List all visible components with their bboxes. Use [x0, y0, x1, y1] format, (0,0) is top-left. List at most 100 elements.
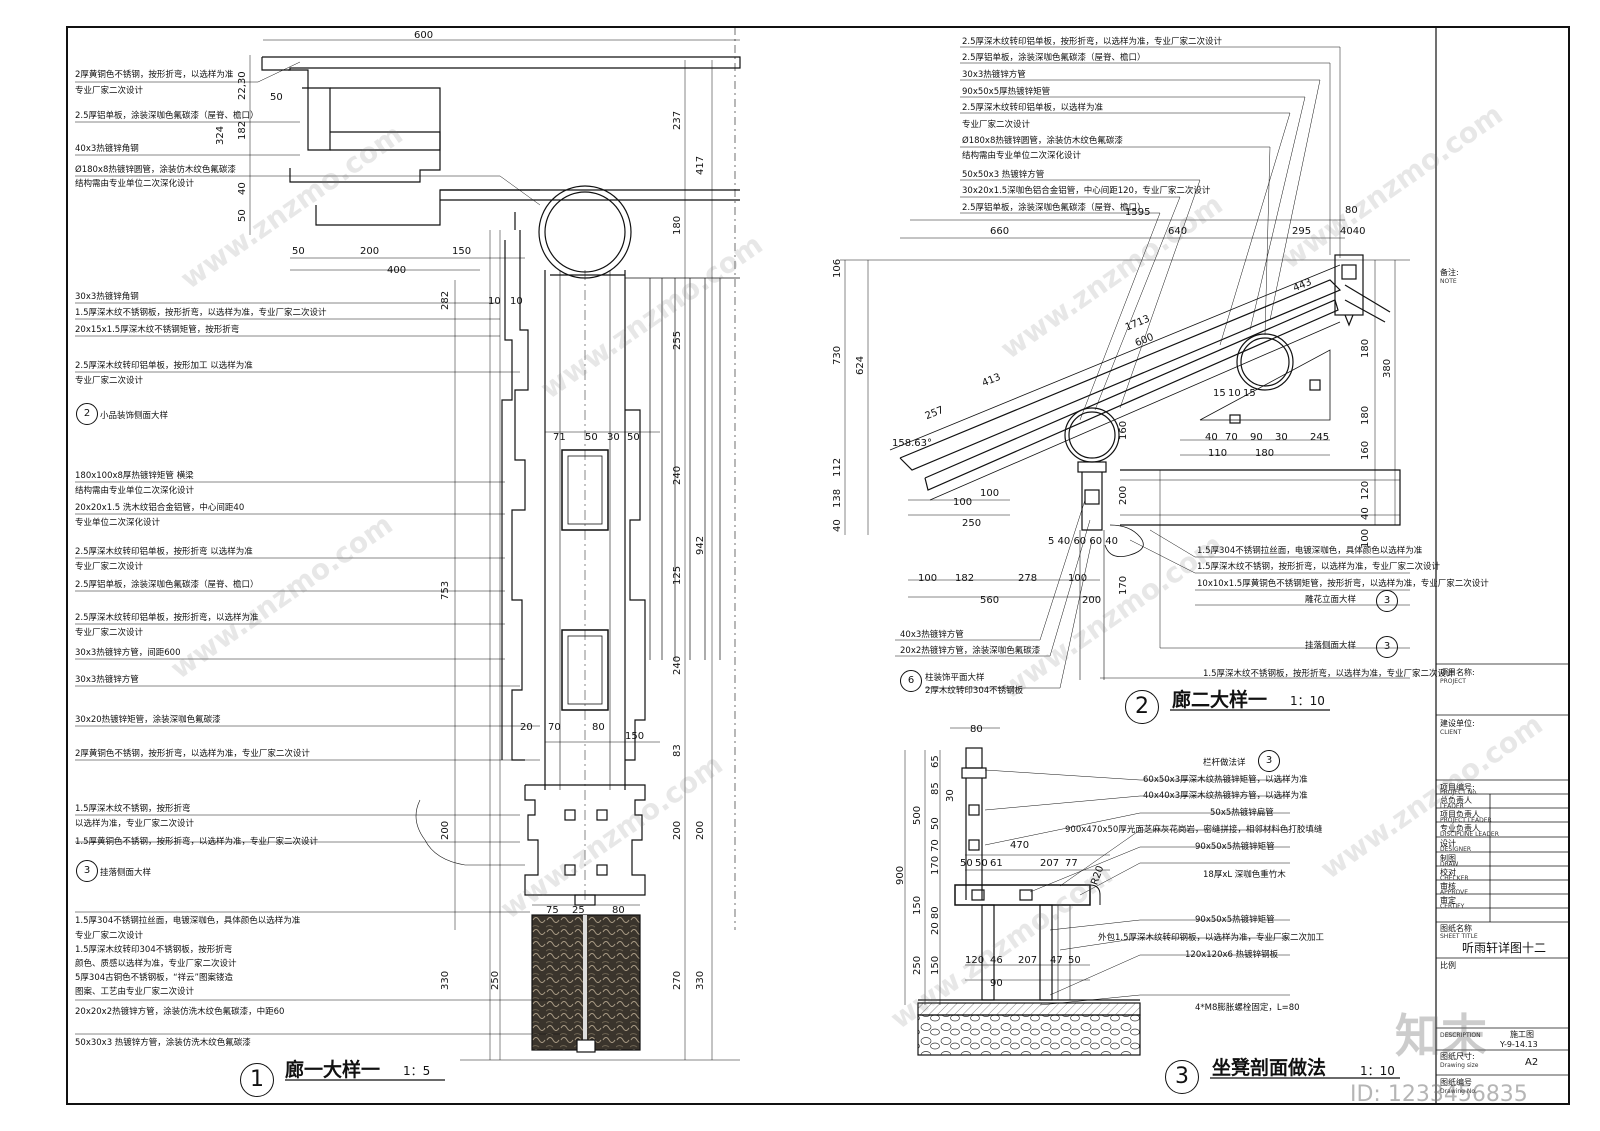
tb-row-label: 制图	[1440, 854, 1456, 863]
note: 90x50x5热镀锌矩管	[1195, 915, 1275, 925]
note: 颜色、质感以选样为准，专业厂家二次设计	[75, 959, 237, 969]
note: 2.5厚铝单板，涂装深咖色氟碳漆（屋脊、檐口）	[75, 580, 259, 590]
note: 2厚黄铜色不锈钢，按形折弯，以选样为准，专业厂家二次设计	[75, 749, 310, 759]
detail-scale: 1：10	[1290, 694, 1325, 708]
note: 40x40x3厚深木纹热镀锌方管，以选样为准	[1143, 791, 1308, 801]
dimension: 15	[1243, 388, 1256, 399]
note: 专业厂家二次设计	[75, 562, 144, 572]
note: 20x15x1.5厚深木纹不锈钢矩管，按形折弯	[75, 325, 240, 335]
dimension: 207	[1018, 955, 1038, 966]
dimension: 30	[945, 789, 956, 802]
dimension: 160	[1360, 440, 1371, 460]
tb-date-value: Y-9-14.13	[1500, 1040, 1538, 1049]
dimension: 330	[440, 970, 451, 990]
dimension: 150	[912, 895, 923, 915]
dimension: 753	[440, 580, 451, 600]
dimension: 85	[930, 782, 941, 795]
watermark-logo: 知末	[1395, 1009, 1487, 1063]
dimension: 330	[695, 970, 706, 990]
tb-scale-label: 比例	[1440, 961, 1456, 970]
detail-index-badge: 2	[76, 403, 98, 425]
dimension: 50	[960, 858, 973, 869]
dimension: 200	[1082, 595, 1102, 606]
detail-number-badge: 3	[1165, 1060, 1199, 1094]
tb-size-value: A2	[1525, 1057, 1539, 1068]
note: 挂落侧面大样	[100, 868, 152, 878]
dimension: 90	[990, 978, 1003, 989]
note: 2.5厚深木纹转印铝单板，按形加工 以选样为准	[75, 361, 253, 371]
note: 专业厂家二次设计	[75, 376, 144, 386]
note: 柱装饰平面大样	[925, 673, 985, 683]
dimension: 240	[672, 465, 683, 485]
dimension: 20 80	[930, 906, 941, 935]
note: 2.5厚深木纹转印铝单板，按形折弯 以选样为准	[75, 547, 253, 557]
note: 1.5厚深木纹不锈钢，按形折弯	[75, 804, 191, 814]
detail-index-badge: 3	[1376, 590, 1398, 612]
note: 30x3热镀锌方管	[75, 675, 139, 685]
tb-row-label-en: PROJECT LEADER	[1440, 817, 1492, 824]
note: 120x120x6 热镀锌钢板	[1185, 950, 1279, 960]
tb-client-label-en: CLIENT	[1440, 729, 1462, 736]
note: 50x50x3 热镀锌方管	[962, 170, 1045, 180]
dimension: 278	[1018, 573, 1038, 584]
dimension: 200	[1118, 485, 1129, 505]
tb-desc-label: DESCRIPTION	[1440, 1032, 1481, 1039]
dimension: 10	[1228, 388, 1241, 399]
tb-row-label-en: LEADER	[1440, 803, 1464, 810]
detail-title: 廊一大样一	[285, 1059, 381, 1081]
dimension: 40	[1360, 507, 1371, 520]
dimension: 100	[918, 573, 938, 584]
dimension: 1595	[1125, 207, 1151, 218]
title-underlines	[285, 709, 1400, 1081]
tb-note-label-en: NOTE	[1440, 278, 1457, 285]
note: 30x3热镀锌角钢	[75, 292, 139, 302]
dimension: 50	[627, 432, 640, 443]
note: 20x2热镀锌方管，涂装深咖色氟碳漆	[900, 646, 1041, 656]
dimension: 50	[930, 817, 941, 830]
dimension: 71	[553, 432, 566, 443]
dimension: 15	[1213, 388, 1226, 399]
watermark-id: ID: 1233456835	[1350, 1082, 1528, 1107]
tb-row-label: 项目负责人	[1440, 810, 1480, 819]
note: 1.5厚深木纹不锈钢板，按形折弯，以选样为准，专业厂家二次设计	[75, 308, 327, 318]
note: 90x50x5热镀锌矩管	[1195, 842, 1275, 852]
dimension: 560	[980, 595, 1000, 606]
dimension: 110	[1208, 448, 1228, 459]
note: 专业单位二次深化设计	[75, 518, 161, 528]
dimension: 180	[1360, 405, 1371, 425]
tb-drawing-no-label-en: Drawing No.	[1440, 1088, 1477, 1095]
note: 20x20x2热镀锌方管，涂装仿洗木纹色氟碳漆，中距60	[75, 1007, 285, 1017]
dimension: 22,30	[237, 71, 248, 100]
tb-note-label: 备注:	[1440, 268, 1459, 277]
tb-row-label: 设计	[1440, 839, 1456, 848]
tb-row-label-en: DESIGNER	[1440, 846, 1472, 853]
dimension: 100	[953, 497, 973, 508]
note: 30x20x1.5深咖色铝合金铝管，中心间距120，专业厂家二次设计	[962, 186, 1211, 196]
note: 20x20x1.5 洗木纹铝合金铝管，中心间距40	[75, 503, 245, 513]
dimension: 90	[1250, 432, 1263, 443]
dimension: 120	[1360, 480, 1371, 500]
dimension: 730	[832, 345, 843, 365]
note: 1.5厚深木纹不锈钢，按形折弯，以选样为准，专业厂家二次设计	[1197, 562, 1441, 572]
detail-scale: 1：10	[1360, 1064, 1395, 1078]
dimension: 46	[990, 955, 1003, 966]
note: 2.5厚铝单板，涂装深咖色氟碳漆（屋脊、檐口）	[962, 203, 1146, 213]
dimension: 170	[930, 855, 941, 875]
dimension: 40	[1205, 432, 1218, 443]
note: 50x30x3 热镀锌方管，涂装仿洗木纹色氟碳漆	[75, 1038, 251, 1048]
tb-row-label-en: PROJECT No.	[1440, 789, 1478, 796]
tb-row-label-en: DISCIPLINE LEADER	[1440, 831, 1499, 838]
dimension: 250	[962, 518, 982, 529]
dimension: 180	[1255, 448, 1275, 459]
tb-desc-value: 施工图	[1510, 1030, 1534, 1039]
detail-number-badge: 1	[240, 1063, 274, 1097]
dimension: 61	[990, 858, 1003, 869]
dimension: 80	[970, 724, 983, 735]
note: 30x3热镀锌方管，间距600	[75, 648, 181, 658]
dimension: 40	[832, 519, 843, 532]
dimension: 160	[1118, 420, 1129, 440]
note: 18厚xL 深咖色重竹木	[1203, 870, 1286, 880]
dimension: 30	[607, 432, 620, 443]
tb-row-label-en: APPROVE	[1440, 889, 1469, 896]
dimension: 40	[237, 182, 248, 195]
